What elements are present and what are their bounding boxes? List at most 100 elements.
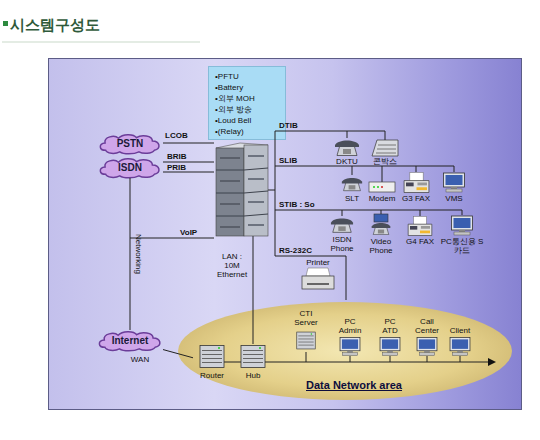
pbx-cabinet [216, 143, 268, 236]
pc-card-monitor-icon [452, 216, 473, 235]
port-label: LCOB [165, 131, 188, 140]
node-label: ISDN [118, 163, 142, 172]
network-cloud: PSTN [98, 133, 162, 154]
node-label: Modem [365, 194, 399, 203]
connector [163, 350, 193, 358]
node-label: Internet [112, 336, 149, 345]
node-text-group: Router [193, 371, 231, 380]
port-label: BRIB [167, 152, 187, 161]
lan-line [253, 236, 254, 344]
device-node: G4 FAX [400, 214, 440, 248]
node-label: ISDN Phone [322, 235, 362, 253]
port-label: STIB : So [279, 200, 315, 209]
device-node: Router [193, 343, 231, 383]
node-text-group: CTI Server [288, 308, 324, 327]
node-label: •Battery [215, 82, 285, 93]
node-text-group: G4 FAX [400, 237, 440, 246]
device-node: ISDN Phone [322, 214, 362, 254]
port-label: PRIB [167, 163, 186, 172]
node-label: PSTN [117, 139, 144, 148]
slib-line [275, 166, 454, 182]
port-label: LAN : 10M Ethernet [214, 252, 250, 279]
node-label: DKTU [328, 157, 366, 166]
title-bullet [3, 21, 8, 26]
node-text-group: Video Phone [361, 237, 401, 255]
node-label: •외부 방송 [215, 104, 285, 115]
node-text-group: ISDN [98, 157, 162, 178]
lan-bus [205, 352, 488, 362]
node-text-group: PC ATD [376, 316, 404, 335]
node-label: PC Admin [334, 317, 366, 335]
node-text-group: SLT [336, 194, 368, 203]
device-node: G3 FAX [398, 170, 434, 204]
node-text-group: Printer [296, 257, 340, 267]
node-label: VMS [438, 194, 470, 203]
node-label: •외부 MOH [215, 93, 285, 104]
page-title: 시스템구성도 [10, 16, 100, 34]
node-text-group: PC Admin [334, 316, 366, 335]
vms-monitor-icon [444, 173, 465, 192]
device-node: DKTU [328, 136, 366, 168]
node-text-group: Modem [365, 194, 399, 203]
pc-monitor-icon [417, 337, 437, 355]
node-text-group: PC통신용 S카드 [438, 237, 486, 255]
device-node: 콘박스 [366, 136, 404, 168]
g3-fax-icon [404, 172, 429, 192]
g4-fax-icon [408, 216, 432, 235]
node-text-group: VMS [438, 194, 470, 203]
slt-phone-icon [342, 178, 362, 191]
node-label: PC ATD [376, 317, 404, 335]
device-node: PC ATD [376, 316, 404, 356]
node-text-group: Internet [97, 330, 163, 351]
port-label: RS-232C [279, 246, 312, 255]
edge-label: Networking [134, 234, 143, 274]
node-text-group: Hub [234, 371, 272, 380]
node-text-group: Data Network area [306, 379, 402, 392]
node-label: •Loud Bell [215, 115, 285, 126]
device-node: Printer [296, 257, 340, 291]
port-label: DTIB [279, 121, 298, 130]
pc-monitor-icon [380, 337, 400, 355]
isdn-phone-icon [331, 219, 353, 233]
device-node: Hub [234, 343, 272, 383]
node-label: Router [193, 371, 231, 380]
wires [130, 131, 488, 362]
pstn-trunk [163, 143, 214, 144]
feature-list-box: •PFTU•Battery•외부 MOH•외부 방송•Loud Bell•(Re… [208, 66, 286, 140]
device-node: Video Phone [361, 214, 401, 254]
connector [130, 178, 131, 330]
node-label: Data Network area [306, 379, 402, 392]
node-label: CTI Server [288, 309, 324, 327]
device-node: CTI Server [288, 308, 324, 354]
port-label: SLIB [279, 156, 297, 165]
pri-trunk [163, 172, 214, 173]
node-label: Video Phone [361, 237, 401, 255]
rs232c-line [275, 256, 346, 300]
network-cloud: ISDN [98, 157, 162, 178]
node-label: Call Center [410, 317, 444, 335]
server-icon [297, 332, 315, 349]
node-text-group: ISDN Phone [322, 235, 362, 253]
node-text-group: Call Center [410, 316, 444, 335]
node-label: G3 FAX [398, 194, 434, 203]
device-node: PC Admin [334, 316, 366, 356]
device-node: PC통신용 S카드 [438, 214, 486, 256]
node-text-group: 콘박스 [366, 157, 404, 166]
node-label: PC통신용 S카드 [438, 237, 486, 255]
network-cloud: Internet [97, 330, 163, 351]
modem-icon [369, 182, 395, 192]
printer-icon [302, 268, 334, 289]
voip-line [130, 238, 214, 239]
dtib-line [275, 131, 385, 140]
title-underline [2, 42, 200, 43]
node-text-group: DKTU [328, 157, 366, 166]
stib-line [275, 210, 462, 216]
data-network-area: Data Network area RouterHub CTI Server PC A… [178, 302, 512, 400]
device-node: Modem [365, 172, 399, 204]
pc-monitor-icon [340, 337, 360, 355]
node-label: Client [444, 326, 476, 335]
node-text-group: •PFTU•Battery•외부 MOH•외부 방송•Loud Bell•(Re… [209, 67, 285, 139]
